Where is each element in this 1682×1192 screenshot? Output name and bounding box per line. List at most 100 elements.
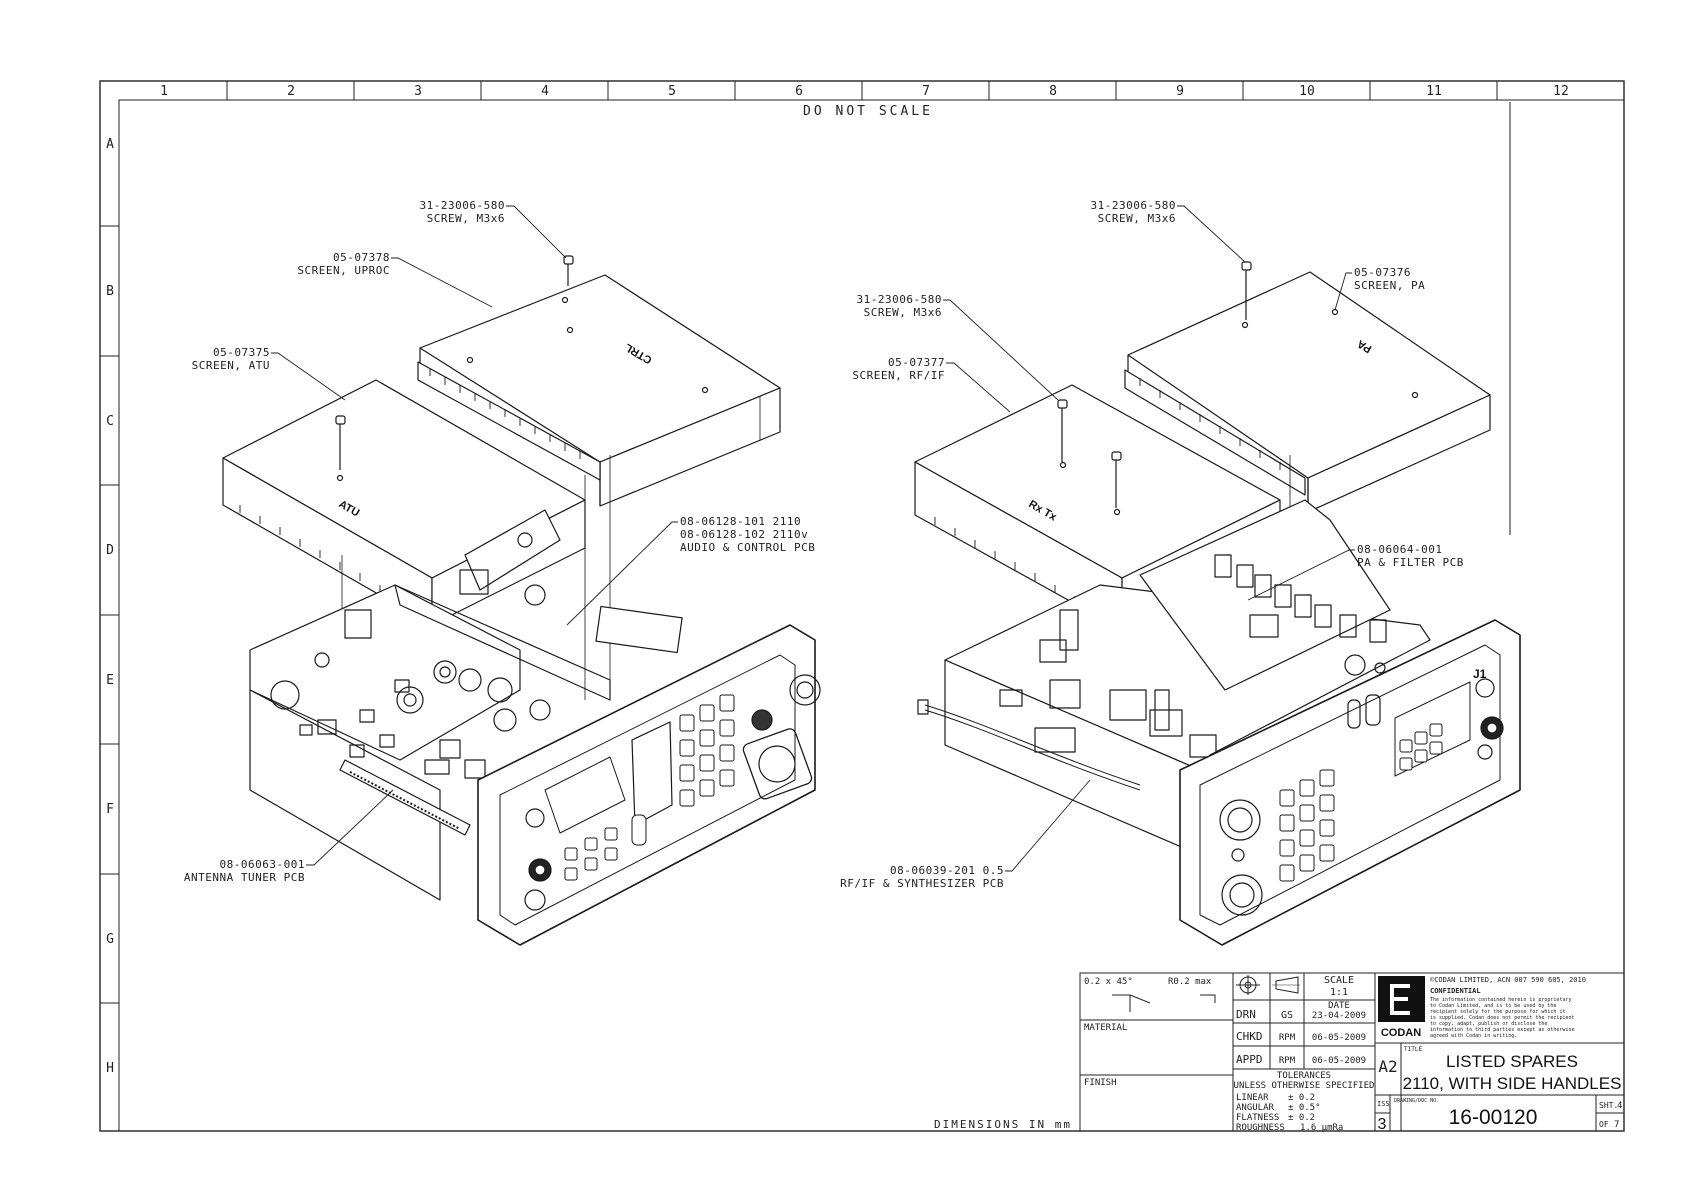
right-assembly-drawing [914, 261, 1521, 946]
column-labels: 1 2 3 4 5 6 7 8 9 10 11 12 [160, 84, 1569, 99]
callout-r2-part: 05-07376 [1354, 266, 1411, 279]
do-not-scale-note: DO NOT SCALE [803, 104, 933, 119]
chkd-date: 06-05-2009 [1312, 1033, 1366, 1043]
sheet-number: 4 [1617, 1101, 1622, 1111]
title-line-2: 2110, WITH SIDE HANDLES [1403, 1074, 1622, 1093]
col-label-8: 8 [1049, 84, 1057, 99]
screw-pa [1241, 261, 1252, 320]
scale-value: 1:1 [1330, 987, 1348, 998]
callout-l5-part: 08-06063-001 [220, 858, 305, 871]
issue-number: 3 [1378, 1116, 1387, 1133]
callout-l4-part2: 08-06128-102 2110v [680, 528, 808, 541]
sheet-label: SHT. [1599, 1101, 1618, 1110]
tol-flatness-value: ± 0.2 [1288, 1113, 1315, 1123]
title-block-text: 0.2 x 45° R0.2 max MATERIAL FINISH SCALE… [1084, 975, 1374, 1133]
confidential-line-1: The information contained herein is prop… [1430, 997, 1571, 1003]
col-label-11: 11 [1426, 84, 1442, 99]
col-label-3: 3 [414, 84, 422, 99]
callout-r6-desc: RF/IF & SYNTHESIZER PCB [840, 877, 1004, 890]
col-label-1: 1 [160, 84, 168, 99]
title-block [1079, 972, 1625, 1132]
tol-roughness-value: 1.6 µmRa [1300, 1123, 1343, 1133]
title-area: A2 TITLE LISTED SPARES 2110, WITH SIDE H… [1377, 1046, 1622, 1133]
row-labels: A B C D E F G H [106, 137, 114, 1076]
dimensions-note: DIMENSIONS IN mm [934, 1118, 1072, 1131]
row-label-a: A [106, 137, 114, 152]
screw-uproc [563, 255, 574, 286]
date-label: DATE [1328, 1001, 1350, 1011]
chkd-initials: RPM [1279, 1033, 1296, 1043]
rear-ribbed-plate [417, 361, 601, 481]
leader-lines [271, 205, 1355, 872]
left-chassis [249, 509, 683, 901]
tolerances-title: TOLERANCES [1277, 1071, 1331, 1081]
left-callouts: 31-23006-580 SCREW, M3x6 05-07378 SCREEN… [184, 199, 505, 884]
right-callouts-start: 05-07376 SCREEN, PA 08-06064-001 PA & FI… [1354, 266, 1464, 569]
col-label-4: 4 [541, 84, 549, 99]
callout-l2-part: 05-07378 [333, 251, 390, 264]
col-label-5: 5 [668, 84, 676, 99]
title-label: TITLE [1404, 1046, 1422, 1053]
row-label-b: B [106, 284, 114, 299]
left-assembly-drawing [222, 255, 821, 946]
callout-l1-part: 31-23006-580 [420, 199, 505, 212]
row-label-h: H [106, 1061, 114, 1076]
row-label-f: F [106, 802, 114, 817]
callout-r1-desc: SCREW, M3x6 [1098, 212, 1176, 225]
screw-rfif-2 [1111, 451, 1122, 508]
callout-r5-part: 08-06064-001 [1357, 543, 1442, 556]
callout-l4-desc: AUDIO & CONTROL PCB [680, 541, 815, 554]
col-label-12: 12 [1553, 84, 1569, 99]
tol-angular-value: ± 0.5° [1288, 1103, 1321, 1113]
scale-label: SCALE [1324, 975, 1354, 986]
chkd-role: CHKD [1236, 1030, 1263, 1043]
sheet-total: 7 [1614, 1120, 1619, 1130]
col-label-2: 2 [287, 84, 295, 99]
row-dividers [100, 225, 119, 1004]
callout-r3-part: 31-23006-580 [857, 293, 942, 306]
tol-linear-name: LINEAR [1236, 1093, 1269, 1103]
confidential-line-3: recipient solely for the purpose for whi… [1430, 1009, 1565, 1015]
doc-number-label: DRAWING/DOC NO. [1394, 1098, 1439, 1104]
doc-number: 16-00120 [1449, 1106, 1538, 1129]
callout-r3-desc: SCREW, M3x6 [864, 306, 942, 319]
appd-date: 06-05-2009 [1312, 1056, 1366, 1066]
left-callout-pcb: 08-06128-101 2110 08-06128-102 2110v AUD… [680, 515, 815, 554]
callout-r5-desc: PA & FILTER PCB [1357, 556, 1464, 569]
projection-symbol [1236, 975, 1300, 995]
drn-date: 23-04-2009 [1312, 1011, 1366, 1021]
callout-l2-desc: SCREEN, UPROC [297, 264, 390, 277]
screw-rfif-1 [1057, 399, 1068, 462]
callout-l1-desc: SCREW, M3x6 [427, 212, 505, 225]
callout-l5-desc: ANTENNA TUNER PCB [184, 871, 305, 884]
of-label: OF [1599, 1120, 1609, 1129]
tol-flatness-name: FLATNESS [1236, 1113, 1279, 1123]
confidential-line-2: to Codan Limited, and is to be used by t… [1430, 1003, 1556, 1009]
screw-atu [335, 415, 346, 470]
col-label-7: 7 [922, 84, 930, 99]
callout-r6-part: 08-06039-201 0.5 [890, 864, 1004, 877]
tol-linear-value: ± 0.2 [1288, 1093, 1315, 1103]
callout-r4-part: 05-07377 [888, 356, 945, 369]
codan-logo: CODAN [1378, 976, 1425, 1039]
row-label-e: E [106, 673, 114, 688]
radius-note: R0.2 max [1168, 977, 1212, 987]
confidentiality-notice: ©CODAN LIMITED, ACN 007 590 605, 2010 CO… [1430, 976, 1586, 1039]
copyright-line: ©CODAN LIMITED, ACN 007 590 605, 2010 [1430, 976, 1586, 984]
column-dividers [226, 81, 1498, 100]
col-label-6: 6 [795, 84, 803, 99]
callout-r2-desc: SCREEN, PA [1354, 279, 1425, 292]
col-label-9: 9 [1176, 84, 1184, 99]
right-callouts: 31-23006-580 SCREW, M3x6 31-23006-580 SC… [840, 199, 1176, 890]
left-front-panel [477, 624, 821, 946]
finish-symbols [1112, 994, 1216, 1012]
confidential-line-7: agreed with Codan in writing. [1430, 1033, 1517, 1039]
pa-rear-plate [1124, 369, 1306, 496]
drn-role: DRN [1236, 1008, 1256, 1021]
company-name: CODAN [1381, 1027, 1421, 1039]
callout-l3-desc: SCREEN, ATU [192, 359, 270, 372]
confidential-title: CONFIDENTIAL [1430, 987, 1481, 995]
callout-l4-part1: 08-06128-101 2110 [680, 515, 801, 528]
appd-initials: RPM [1279, 1056, 1296, 1066]
